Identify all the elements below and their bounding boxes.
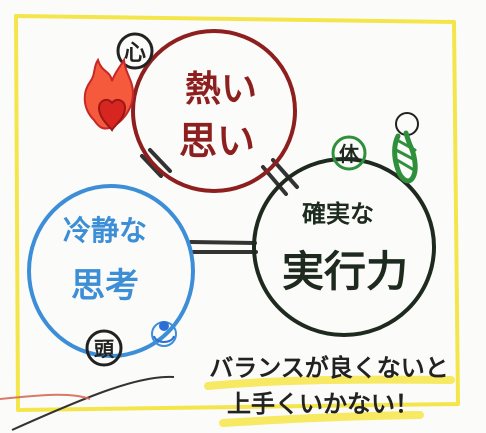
heart-circle bbox=[131, 29, 297, 193]
heart-line-1: 熱い bbox=[185, 69, 257, 110]
fire-heart-icon bbox=[83, 56, 135, 132]
caption-highlight-1 bbox=[204, 375, 455, 390]
caption-line-1: バランスが良くないと bbox=[209, 354, 449, 382]
mind-line-2: 思考 bbox=[71, 266, 139, 306]
strong-arm-icon bbox=[392, 112, 419, 184]
heart-badge: 心 bbox=[124, 41, 146, 66]
yellow-frame bbox=[14, 14, 460, 412]
body-circle bbox=[252, 157, 436, 337]
mind-circle bbox=[27, 184, 195, 358]
node-body: 確実な 実行力 体 bbox=[252, 112, 436, 337]
bottom-left-curve bbox=[11, 375, 175, 431]
node-mind: 冷静な 思考 頭 bbox=[27, 184, 195, 367]
caption-line-2: 上手くいかない！ bbox=[227, 390, 419, 418]
caption-highlight-2 bbox=[219, 411, 424, 427]
mind-line-1: 冷静な bbox=[63, 214, 147, 247]
node-heart: 熱い 思い 心 bbox=[83, 29, 297, 193]
mind-badge-circle bbox=[85, 329, 123, 367]
body-badge-circle bbox=[331, 135, 367, 171]
body-badge: 体 bbox=[339, 142, 360, 166]
blue-head-icon bbox=[151, 321, 177, 347]
connector-heart-mind bbox=[140, 148, 172, 178]
body-line-1: 確実な bbox=[302, 200, 374, 228]
heart-line-2: 思い bbox=[179, 119, 255, 163]
body-line-2: 実行力 bbox=[282, 247, 408, 296]
bottom-left-red-stroke bbox=[0, 393, 91, 400]
mind-badge: 頭 bbox=[94, 337, 115, 361]
heart-badge-circle bbox=[116, 32, 154, 70]
caption-block: バランスが良くないと 上手くいかない！ bbox=[204, 354, 455, 427]
connector-mind-body bbox=[189, 240, 258, 254]
